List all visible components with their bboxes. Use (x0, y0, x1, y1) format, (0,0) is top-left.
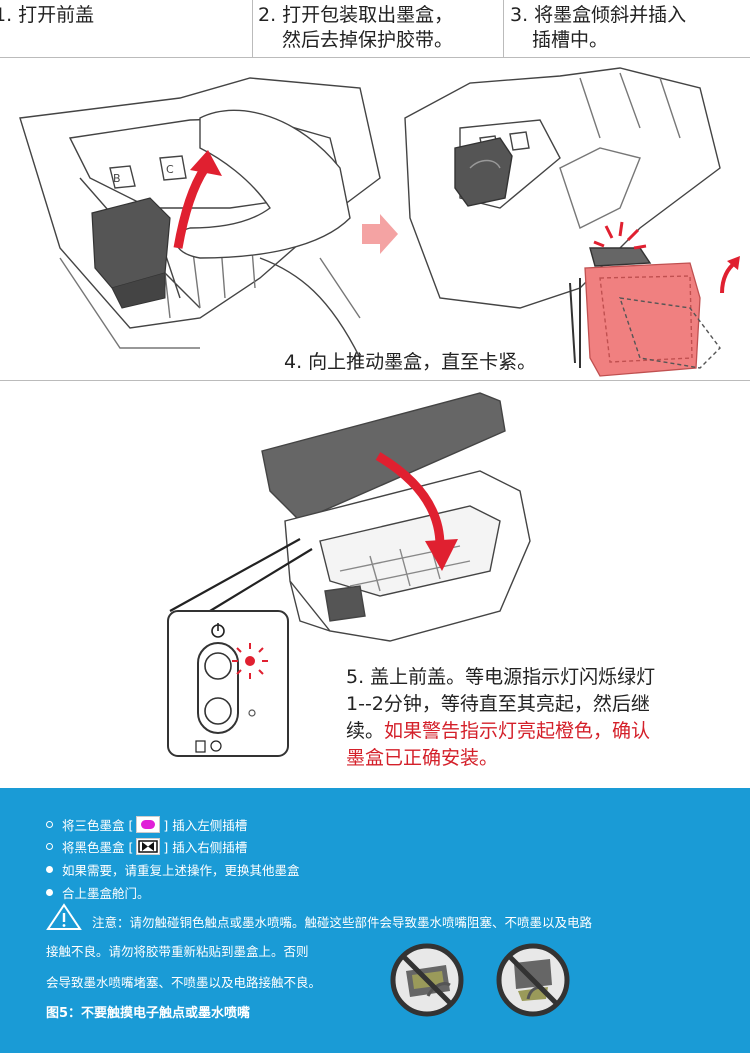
bullet-icon (46, 843, 53, 850)
note-tri-color: 将三色墨盒 [ ] 插入左侧插槽 (46, 815, 247, 834)
divider (503, 0, 504, 58)
note-repeat: 如果需要，请重复上述操作，更换其他墨盒 (46, 860, 300, 879)
step-1-label: 1. 打开前盖 (0, 4, 95, 26)
note-text: ] 插入右侧插槽 (163, 840, 248, 855)
step-5-line-3: 续。如果警告指示灯亮起橙色，确认 (346, 718, 741, 745)
step-5-label: 5. 盖上前盖。等电源指示灯闪烁绿灯 1--2分钟，等待直至其亮起，然后继 续。… (346, 664, 741, 772)
cartridge-insertion-illustration: B C (19, 67, 740, 377)
no-touch-nozzle-icon (496, 943, 570, 1017)
note-text: 合上墨盒舱门。 (62, 886, 150, 901)
figure-5-caption: 图5：不要触摸电子触点或墨水喷嘴 (46, 1006, 251, 1021)
note-text: 将三色墨盒 [ (62, 818, 134, 833)
close-lid-illustration-panel (0, 381, 750, 779)
close-lid-illustration (167, 392, 531, 757)
caution-text-line-3: 会导致墨水喷嘴堵塞、不喷墨以及电路接触不良。 (46, 975, 322, 990)
svg-text:C: C (166, 163, 174, 176)
notes-panel (0, 788, 750, 1053)
tri-color-cartridge-icon (136, 816, 161, 833)
warning-text: 如果警告指示灯亮起橙色，确认 (384, 720, 651, 742)
step-header-row: 1. 打开前盖 2. 打开包装取出墨盒， 然后去掉保护胶带。 3. 将墨盒倾斜并… (0, 0, 750, 58)
insertion-illustration-panel: B C (0, 58, 750, 381)
note-close-door: 合上墨盒舱门。 (46, 883, 150, 902)
note-text: ] 插入左侧插槽 (163, 818, 248, 833)
svg-text:B: B (113, 172, 121, 185)
caution-text-line-1: 注意：请勿触碰铜色触点或墨水喷嘴。触碰这些部件会导致墨水喷嘴阻塞、不喷墨以及电路 (92, 915, 593, 930)
warning-triangle-icon (46, 903, 82, 930)
note-text: 如果需要，请重复上述操作，更换其他墨盒 (62, 863, 300, 878)
step-3-line-1: 3. 将墨盒倾斜并插入 (510, 4, 687, 26)
step-4-label: 4. 向上推动墨盒，直至卡紧。 (284, 351, 537, 373)
no-touch-contacts-icon (390, 943, 464, 1017)
note-text: 将黑色墨盒 [ (62, 840, 134, 855)
step-3-line-2: 插槽中。 (532, 29, 609, 51)
step-5-line-2: 1--2分钟，等待直至其亮起，然后继 (346, 693, 650, 715)
bullet-icon (46, 866, 53, 873)
bullet-icon (46, 821, 53, 828)
black-cartridge-icon (136, 838, 161, 855)
step-5-text: 续。 (346, 720, 385, 742)
divider (252, 0, 253, 58)
step-2-line-1: 2. 打开包装取出墨盒， (258, 4, 454, 26)
note-black: 将黑色墨盒 [ ] 插入右侧插槽 (46, 837, 247, 856)
step-5-line-1: 5. 盖上前盖。等电源指示灯闪烁绿灯 (346, 666, 656, 688)
bullet-icon (46, 889, 53, 896)
step-2-line-2: 然后去掉保护胶带。 (282, 29, 454, 51)
step-2-label: 2. 打开包装取出墨盒， 然后去掉保护胶带。 (256, 0, 500, 58)
step-3-label: 3. 将墨盒倾斜并插入 插槽中。 (508, 0, 750, 58)
warning-text-line-2: 墨盒已正确安装。 (346, 747, 499, 769)
caution-text-line-2: 接触不良。请勿将胶带重新粘贴到墨盒上。否则 (46, 944, 309, 959)
